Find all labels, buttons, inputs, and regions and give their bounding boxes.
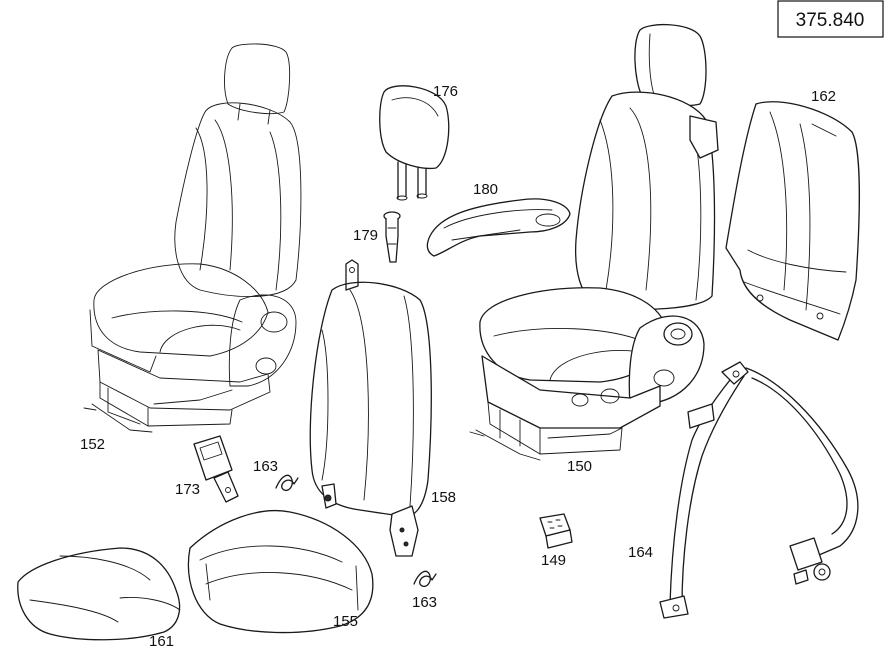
callout-180: 180 [473, 181, 498, 198]
callout-162: 162 [811, 88, 836, 105]
callout-161: 161 [149, 633, 174, 650]
callout-149: 149 [541, 552, 566, 569]
spring-clip-a [275, 474, 299, 492]
headrest-part [379, 85, 450, 201]
electrical-connector [539, 513, 573, 549]
callout-164: 164 [628, 544, 653, 561]
reference-number-box: 375.840 [777, 0, 884, 38]
callout-150: 150 [567, 458, 592, 475]
callout-158: 158 [431, 489, 456, 506]
callout-163-lower: 163 [412, 594, 437, 611]
armrest-trim-part [426, 198, 571, 257]
seat-cushion-cover [187, 510, 374, 634]
callout-173: 173 [175, 481, 200, 498]
backrest-frame [309, 259, 432, 557]
callout-163-upper: 163 [253, 458, 278, 475]
seat-belt-buckle [193, 435, 239, 503]
seat-assembly-left [83, 43, 302, 433]
headrest-guide-sleeve [383, 211, 401, 263]
reference-number: 375.840 [796, 10, 865, 31]
spring-clip-b [413, 570, 437, 588]
seat-assembly-right [469, 23, 719, 461]
callout-152: 152 [80, 436, 105, 453]
seat-cushion-foam [17, 547, 181, 641]
seat-belt-assembly [659, 361, 859, 619]
backrest-rear-panel [725, 101, 860, 341]
callout-179: 179 [353, 227, 378, 244]
callout-176: 176 [433, 83, 458, 100]
callout-155: 155 [333, 613, 358, 630]
callout-labels: 152 176 180 179 162 158 150 173 163 163 … [80, 83, 836, 650]
